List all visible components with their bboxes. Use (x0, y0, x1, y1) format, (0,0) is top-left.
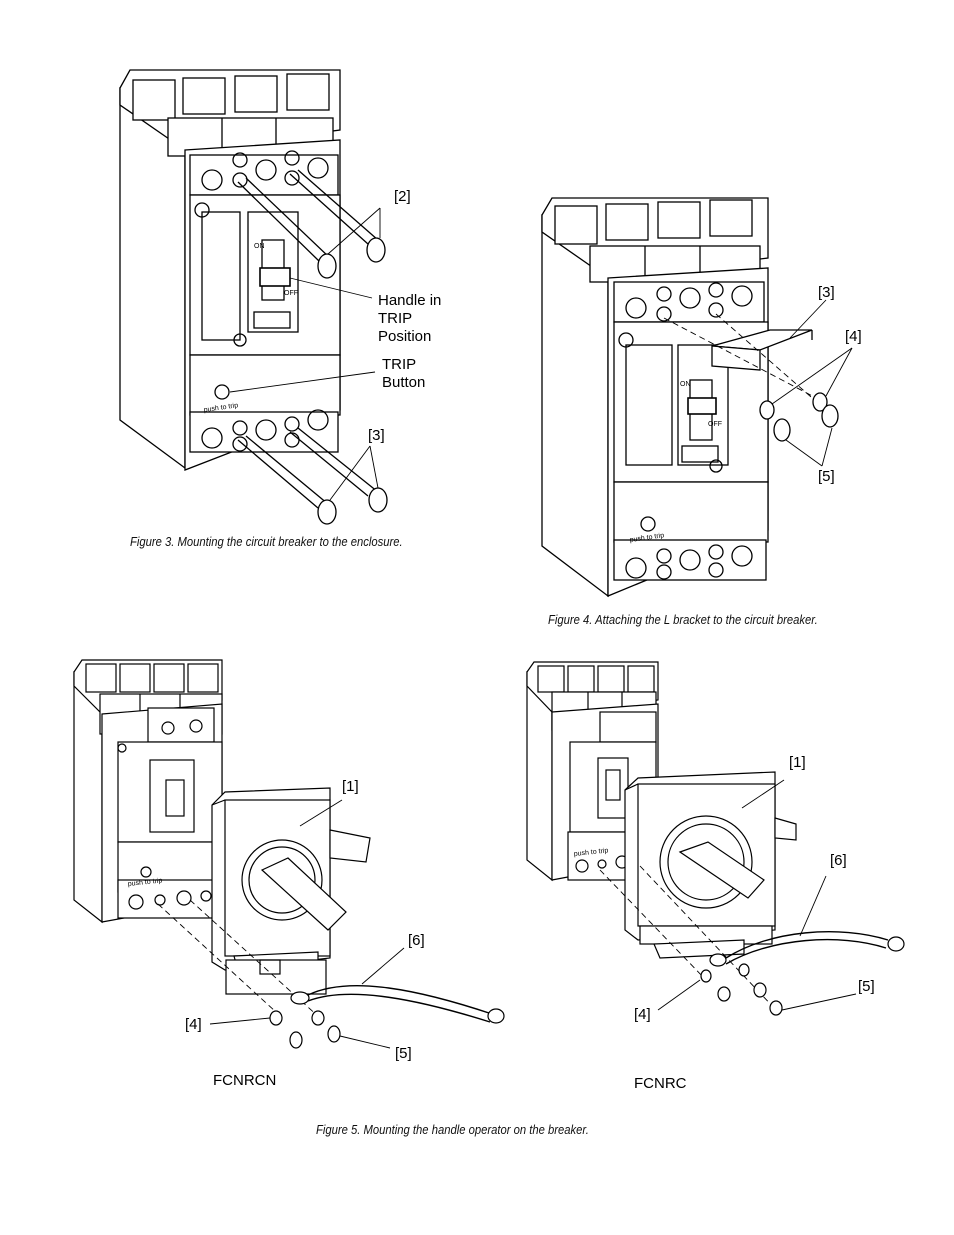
fig5-left-model-label: FCNRCN (213, 1072, 277, 1089)
fig3-off-mark: OFF (284, 290, 298, 297)
fig5-left-push-to-trip-mark: push to trip (127, 877, 162, 888)
fig5-right-model-label: FCNRC (634, 1075, 687, 1092)
fig5-left-callout-6: [6] (408, 932, 425, 949)
fig3-push-to-trip-mark: push to trip (203, 402, 238, 414)
fig3-callout-2: [2] (394, 188, 411, 205)
figure-5-caption: Figure 5. Mounting the handle operator o… (316, 1123, 589, 1137)
fig4-push-to-trip-mark: push to trip (629, 532, 664, 544)
figure-5-fcnrcn-drawing: push to trip (73, 659, 505, 1049)
fig3-callout-trip-button: TRIP Button (382, 356, 426, 391)
fig4-callout-3: [3] (818, 284, 835, 301)
figure-5-right: push to trip [1] [6] [5] [4] FCNRC (526, 661, 905, 1092)
figure-4: ON OFF push to trip [3] [4] [5] Figure 4… (541, 197, 862, 627)
fig5-right-callout-4: [4] (634, 1006, 651, 1023)
fig5-left-callout-5: [5] (395, 1045, 412, 1062)
fig4-off-mark: OFF (708, 421, 722, 428)
fig5-right-callout-6: [6] (830, 852, 847, 869)
fig4-on-mark: ON (680, 381, 691, 388)
fig3-callout-handle-trip-position: Handle in TRIP Position (378, 292, 442, 345)
fig3-callout-3: [3] (368, 427, 385, 444)
figure-3-caption: Figure 3. Mounting the circuit breaker t… (130, 535, 403, 549)
fig5-right-callout-5: [5] (858, 978, 875, 995)
fig3-on-mark: ON (254, 243, 265, 250)
figure-3-breaker-drawing: ON OFF push to trip (119, 69, 388, 525)
fig4-callout-5: [5] (818, 468, 835, 485)
figure-3: ON OFF push to trip [2] Handle in TRIP P… (0, 0, 954, 560)
fig4-callout-4: [4] (845, 328, 862, 345)
figure-5-left: push to trip [1] [6] [4] [5] FCNRCN (73, 659, 505, 1089)
fig5-left-callout-4: [4] (185, 1016, 202, 1033)
figure-4-caption: Figure 4. Attaching the L bracket to the… (548, 613, 818, 627)
fig5-right-push-to-trip-mark: push to trip (573, 847, 608, 858)
figure-5-fcnrc-drawing: push to trip (526, 661, 905, 1016)
fig5-left-callout-1: [1] (342, 778, 359, 795)
fig5-right-callout-1: [1] (789, 754, 806, 771)
figure-4-breaker-bracket-drawing: ON OFF push to trip (541, 197, 853, 598)
